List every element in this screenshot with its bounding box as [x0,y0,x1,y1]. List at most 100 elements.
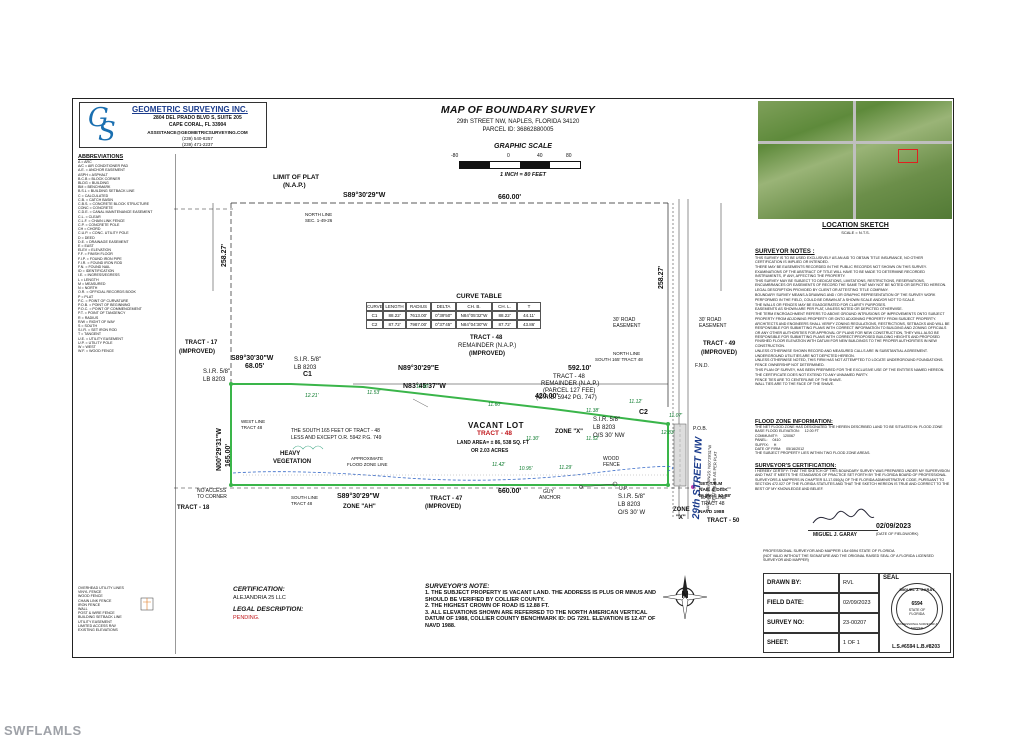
elevation-spot-label: 11.30' [526,436,540,442]
surveyor-note-item: THIS SURVEY IS TO BE USED EXCLUSIVELY AS… [755,255,924,264]
abbreviation-item: C = CALCULATED [78,193,109,198]
to-corner: TO CORNER [197,494,227,500]
north-line-sec: NORTH LINE [305,212,333,217]
location-sketch-title: LOCATION SKETCH [822,222,889,229]
legend-item: EXISTING ELEVATIONS [78,628,118,633]
abbreviation-item: C.D.E. = CANAL MAINTENANCE EASEMENT [78,210,153,215]
surveyor-note-title: SURVEYOR'S NOTE: [425,583,490,590]
curve-c1-label: C1 [303,371,312,378]
scale-tick-4: 80 [566,153,572,159]
abbreviation-item: U.P. = UTILITY POLE [78,340,113,345]
abbreviation-item: P.O.B. = POINT OF BEGINNING [78,302,131,307]
surveyor-note-item: THIS PLAN OF SURVEY, HAS BEEN PREPARED F… [755,368,945,377]
east-line: EAST LINE [701,495,727,501]
abbreviation-item: P.O.C. = POINT OF COMMENCEMENT [78,307,142,312]
curve-c2-label: C2 [639,409,648,416]
legal-description-value: PENDING. [233,615,260,621]
surveyor-note-item: THE TERM ENCROACHMENT REFERS TO ABOVE GR… [755,312,945,321]
curve-table-cell: T [517,302,541,311]
legend-item: CHAIN LINK FENCE [78,598,112,603]
abbreviation-item: S.I.R. = SET IRON ROD [78,328,117,333]
limit-of-plat-label: LIMIT OF PLAT [273,174,320,181]
company-address-2: CAPE CORAL, FL 33904 [168,122,227,128]
elevation-spot-label: 11.42' [492,462,506,468]
abbreviation-item: T = TANGENT [78,332,102,337]
curve-table-cell: 7987.00' [406,320,431,329]
elevation-spot-label: 11.53' [367,390,381,396]
abbreviation-item: F.I.R. = FOUND IRON ROD [78,260,123,265]
right-dimension: 258.27' [658,265,665,289]
license-number: L.S.#6594 L.B.#8203 [892,644,940,650]
heavy-vegetation-2: VEGETATION [273,459,312,465]
surveyor-note-item: EXAMINATIONS OF THE ABSTRACT OF TITLE WI… [755,269,925,279]
legend-item: WOOD FENCE [78,594,103,599]
parcel-id: PARCEL ID: 36862880005 [482,127,554,133]
scale-tick-3: 40 [537,153,543,159]
elevation-spot-label: 11.60' [488,402,502,408]
elevation-spot-label: 11.90' [416,384,430,390]
sheet-label: SHEET: [767,640,789,646]
flood-date-value: 05/16/2012 [786,447,805,452]
abbreviation-item: N = NORTH [78,286,98,291]
sir-right: S.I.R. 5/8" [593,417,621,423]
west-line-tract: TRACT 48 [241,425,263,430]
sheet-value: 1 OF 1 [843,640,860,646]
abbreviation-item: A = ARC [78,160,92,164]
sir-right-2: S.I.R. 5/8" [618,494,646,500]
abbreviation-item: F.I.P. = FOUND IRON PIPE [78,256,122,261]
elevation-spot-label: 11.29' [559,465,573,471]
surveyor-note-item: FENCE OWNERSHIP NOT DETERMINED. [755,363,825,368]
remainder-nap: REMAINDER (N.A.P.) [458,343,517,349]
elevation-spot-label: 11.07' [669,413,683,419]
seal-box: SEAL MIGUEL J. GARAY 6594 STATE OF FLORI… [879,573,951,653]
company-phone-2: (239) 471-2237 [182,142,213,147]
limit-of-plat-nap: (N.A.P.) [283,182,306,189]
tract-17: TRACT - 17 [185,340,218,346]
graphic-scale-title: GRAPHIC SCALE [494,143,552,150]
flood-panel-label: PANEL: [755,438,768,443]
seal-name: MIGUEL J. GARAY [899,587,935,592]
surveyor-notes: SURVEYOR NOTES : THIS SURVEY IS TO BE US… [755,249,951,387]
land-area: LAND AREA= ± 86, 538 SQ. FT [457,440,529,446]
tract-17-improved: (IMPROVED) [179,349,215,355]
abbreviation-item: A/C = AIR CONDITIONER PAD [78,164,129,169]
curve-table-cell: 0°37'45" [431,320,456,329]
north-line-s165: NORTH LINE [613,351,641,356]
company-address-1: 2804 DEL PRADO BLVD S, SUITE 205 [153,115,242,121]
scale-text: 1 INCH = 80 FEET [499,172,546,178]
company-phone-1: (239) 540-8257 [182,136,213,141]
survey-no-value: 23-00207 [843,620,867,626]
set-tbm: SET T.B.M [699,482,723,487]
curve-table-cell: 7613.00' [406,311,431,320]
north-arrow-letter: N [681,590,689,601]
vacant-lot-tract: TRACT - 48 [477,430,513,437]
surveyor-note-item: UNLESS OTHERWISE SHOWN RECORD AND MEASUR… [755,348,928,353]
curve-table-cell: N84°05'32"W [456,311,492,320]
vacant-lot: VACANT LOT [468,421,524,430]
legend-item: WALL [78,607,88,612]
survey-no-label: SURVEY NO: [767,620,805,626]
bearing-s89-30-30: S89°30'30"W [231,355,274,362]
seal-profession: PROFESSIONAL SURVEYOR & MAPPER [896,622,938,630]
seal-stamp: MIGUEL J. GARAY 6594 STATE OF FLORIDA PR… [891,583,943,635]
company-logo: G S [88,103,116,147]
curve-table-title: CURVE TABLE [456,293,502,300]
abbreviation-item: R = RADIUS [78,315,99,320]
tract-49-improved: (IMPROVED) [701,350,737,356]
surveyor-notes-list: THIS SURVEY IS TO BE USED EXCLUSIVELY AS… [755,256,951,387]
scale-tick-1: -80 [451,153,459,159]
tract-48-top: TRACT - 48 [470,335,503,341]
abbreviation-item: C.B. = CATCH BASIN [78,197,113,202]
flood-panel-value: 0410 [772,438,781,443]
abbreviation-item: C.L.F. = CHAIN LINK FENCE [78,218,125,223]
abbreviation-item: P = PLAT [78,294,94,299]
curve-table-cell: C1 [366,311,383,320]
pob-label: P.O.B. [693,426,708,432]
flood-base-label: BASE FLOOD ELEVATION: [755,429,800,434]
utility-pole: U.P. [619,486,629,492]
abbreviation-item: E = EAST [78,244,94,249]
remainder-2-tract: TRACT - 48 [553,374,585,380]
west-line: WEST LINE [241,419,266,424]
